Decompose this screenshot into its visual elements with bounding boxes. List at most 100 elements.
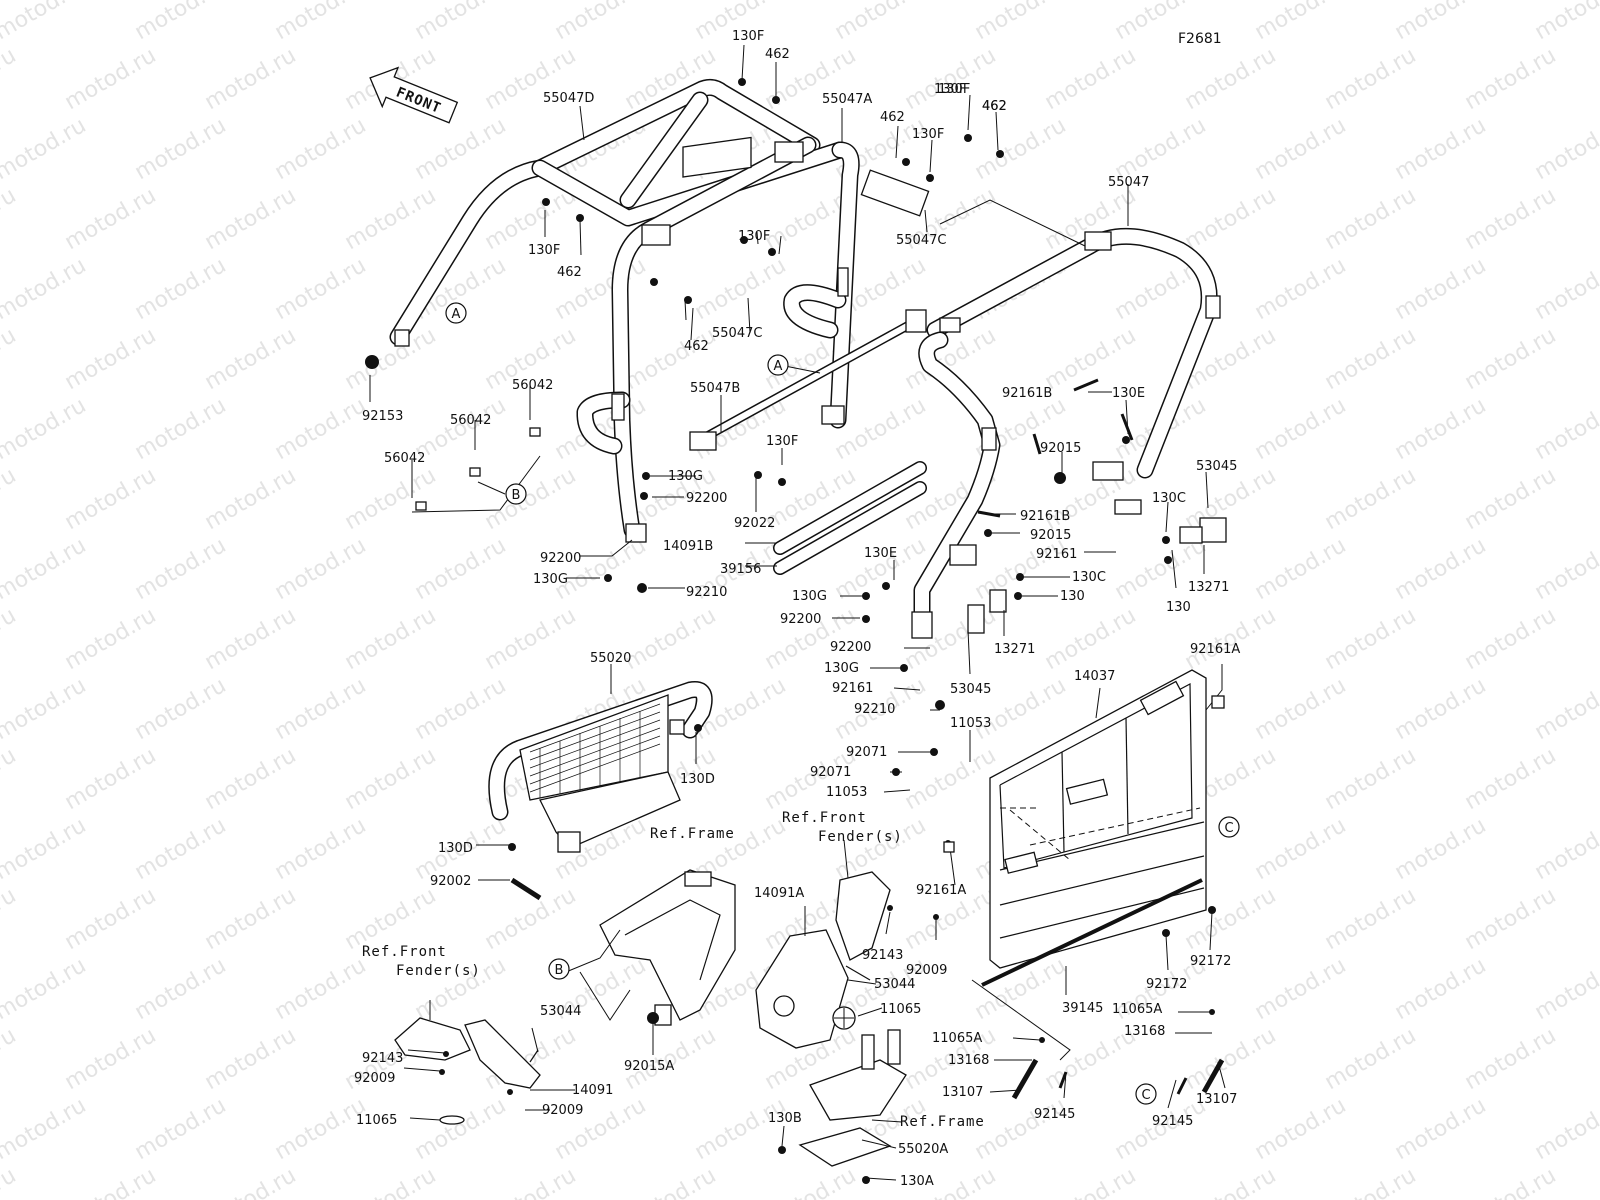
watermark-text: motod.ru <box>61 743 161 815</box>
reference-label: Fender(s) <box>818 829 903 845</box>
watermark-text: motod.ru <box>1251 393 1351 465</box>
reference-labels: Ref.FrameRef.FrontFender(s)Ref.FrontFend… <box>362 810 984 1130</box>
cover-14091 <box>394 1017 541 1125</box>
part-number-label: 92161B <box>1020 509 1070 524</box>
part-number-label: 130F <box>934 82 966 97</box>
part-number-label: 56042 <box>450 413 491 428</box>
watermark-text: motod.ru <box>0 113 90 185</box>
watermark-text: motod.ru <box>0 183 20 255</box>
part-number-label: 92210 <box>686 585 727 600</box>
watermark-text: motod.ru <box>131 253 231 325</box>
watermark-text: motod.ru <box>131 673 231 745</box>
connection-marker: A <box>767 354 789 376</box>
part-number-label: 130G <box>533 572 568 587</box>
part-number-label: 53044 <box>540 1004 581 1019</box>
part-number-label: 130B <box>768 1111 802 1126</box>
marker-circle-icon <box>505 483 527 505</box>
part-number-label: 13107 <box>1196 1092 1237 1107</box>
watermark-text: motod.ru <box>0 323 20 395</box>
watermark-text: motod.ru <box>1251 253 1351 325</box>
part-number-label: 13107 <box>942 1085 983 1100</box>
part-number-label: 11065A <box>932 1031 982 1046</box>
connection-marker: C <box>1218 816 1240 838</box>
watermark-text: motod.ru <box>831 0 931 45</box>
connection-marker: A <box>445 302 467 324</box>
watermark-text: motod.ru <box>1321 743 1421 815</box>
watermark-text: motod.ru <box>341 603 441 675</box>
watermark-text: motod.ru <box>341 183 441 255</box>
watermark-text: motod.ru <box>481 463 581 535</box>
watermark-text: motod.ru <box>1461 883 1561 955</box>
watermark-text: motod.ru <box>1391 393 1491 465</box>
watermark-text: motod.ru <box>1531 253 1600 325</box>
watermark-text: motod.ru <box>971 0 1071 45</box>
watermark-text: motod.ru <box>1321 1163 1421 1200</box>
part-number-label: 92022 <box>734 516 775 531</box>
watermark-text: motod.ru <box>0 0 90 45</box>
front-guard <box>488 681 713 853</box>
watermark-text: motod.ru <box>1251 673 1351 745</box>
watermark-text: motod.ru <box>1181 183 1281 255</box>
part-number-label: 92200 <box>780 612 821 627</box>
part-number-label: 92015 <box>1040 441 1081 456</box>
watermark-text: motod.ru <box>1531 953 1600 1025</box>
watermark-text: motod.ru <box>1461 1023 1561 1095</box>
part-number-label: 130 <box>1166 600 1191 615</box>
watermark-text: motod.ru <box>201 743 301 815</box>
watermark-text: motod.ru <box>1041 43 1141 115</box>
marker-letter: B <box>555 963 564 978</box>
watermark-text: motod.ru <box>61 883 161 955</box>
fasteners <box>365 78 1225 1184</box>
marker-letter: A <box>452 307 461 322</box>
watermark-text: motod.ru <box>1461 43 1561 115</box>
watermark-text: motod.ru <box>1461 743 1561 815</box>
part-number-label: 92161A <box>1190 642 1240 657</box>
tailgate-14037 <box>981 669 1207 987</box>
watermark-text: motod.ru <box>1531 1093 1600 1165</box>
watermark-text: motod.ru <box>1391 253 1491 325</box>
watermark-text: motod.ru <box>61 183 161 255</box>
watermark-text: motod.ru <box>1041 463 1141 535</box>
watermark-text: motod.ru <box>61 323 161 395</box>
part-number-label: 462 <box>982 99 1007 114</box>
part-number-label: 130G <box>824 661 859 676</box>
watermark-text: motod.ru <box>201 603 301 675</box>
part-number-label: 462 <box>684 339 709 354</box>
part-number-label: 92143 <box>862 948 903 963</box>
part-number-label: 92200 <box>686 491 727 506</box>
watermark-text: motod.ru <box>131 533 231 605</box>
watermark-text: motod.ru <box>1531 673 1600 745</box>
watermark-text: motod.ru <box>61 1023 161 1095</box>
part-number-label: 130E <box>1112 386 1145 401</box>
watermark-text: motod.ru <box>411 113 511 185</box>
watermark-text: motod.ru <box>1391 673 1491 745</box>
watermark-text: motod.ru <box>0 1093 90 1165</box>
watermark-text: motod.ru <box>0 1023 20 1095</box>
part-number-label: 130A <box>900 1174 934 1189</box>
part-number-label: 92172 <box>1190 954 1231 969</box>
watermark-text: motod.ru <box>201 1023 301 1095</box>
watermark-text: motod.ru <box>1391 1093 1491 1165</box>
watermark-text: motod.ru <box>131 393 231 465</box>
part-number-label: 92015 <box>1030 528 1071 543</box>
watermark-text: motod.ru <box>1321 463 1421 535</box>
part-number-label: 92145 <box>1152 1114 1193 1129</box>
watermark-text: motod.ru <box>901 743 1001 815</box>
marker-letter: C <box>1224 821 1233 836</box>
part-number-label: 130D <box>680 772 715 787</box>
part-number-label: 130F <box>738 229 770 244</box>
part-number-label: 56042 <box>512 378 553 393</box>
part-number-label: 55047C <box>712 326 762 341</box>
part-number-label: 92009 <box>354 1071 395 1086</box>
roll-cage-front <box>389 78 930 543</box>
part-number-label: 13271 <box>1188 580 1229 595</box>
watermark-text: motod.ru <box>1181 1163 1281 1200</box>
part-number-label: 130F <box>766 434 798 449</box>
part-number-label: 92161 <box>1036 547 1077 562</box>
watermark-text: motod.ru <box>0 603 20 675</box>
watermark-text: motod.ru <box>1391 0 1491 45</box>
watermark-text: motod.ru <box>201 1163 301 1200</box>
marker-circle-icon <box>445 302 467 324</box>
